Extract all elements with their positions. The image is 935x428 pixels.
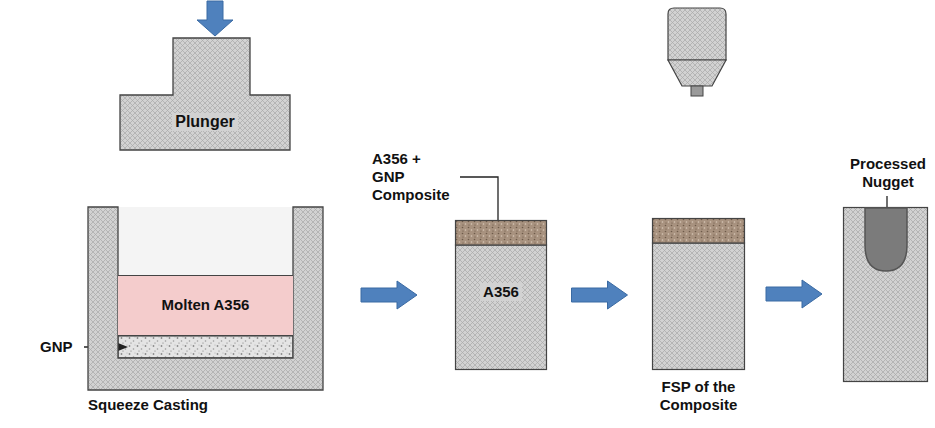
composite-layer xyxy=(456,221,547,246)
base-metal xyxy=(844,208,928,382)
hatched-body xyxy=(88,207,323,390)
process-arrow xyxy=(361,281,417,309)
node-text: FSP of the Composite xyxy=(652,378,745,414)
process-arrow xyxy=(766,280,822,308)
die-cavity xyxy=(118,207,293,275)
part-label: GNP xyxy=(40,338,84,356)
fsp-tool xyxy=(668,8,726,96)
gnp-layer xyxy=(118,336,293,358)
processed-specimen: Processed Nugget xyxy=(843,207,928,382)
base-metal xyxy=(456,245,547,370)
part-label: A356 + GNP Composite xyxy=(372,150,454,204)
node-text: Molten A356 xyxy=(162,296,250,314)
process-arrow xyxy=(572,281,628,309)
molten-metal: Molten A356 xyxy=(118,275,293,336)
shape-outline xyxy=(120,38,290,150)
stir-nugget xyxy=(865,208,907,271)
fsp-specimen: FSP of the Composite xyxy=(652,218,745,370)
casting-die: Molten A356Squeeze Casting xyxy=(88,207,323,390)
node-text: Processed Nugget xyxy=(847,155,929,191)
plunger-block: Plunger xyxy=(120,38,290,150)
node-text: Squeeze Casting xyxy=(88,396,208,414)
shape-outline xyxy=(843,207,928,382)
base-metal xyxy=(653,243,745,370)
press-arrow xyxy=(197,1,233,36)
leader-head xyxy=(118,343,128,351)
composite-layer xyxy=(653,219,745,244)
shape-outline xyxy=(652,218,745,370)
composite-specimen: A356 xyxy=(455,220,547,370)
hatched-body xyxy=(120,38,290,150)
node-text: A356 xyxy=(480,283,522,301)
node-text: Plunger xyxy=(172,113,238,131)
